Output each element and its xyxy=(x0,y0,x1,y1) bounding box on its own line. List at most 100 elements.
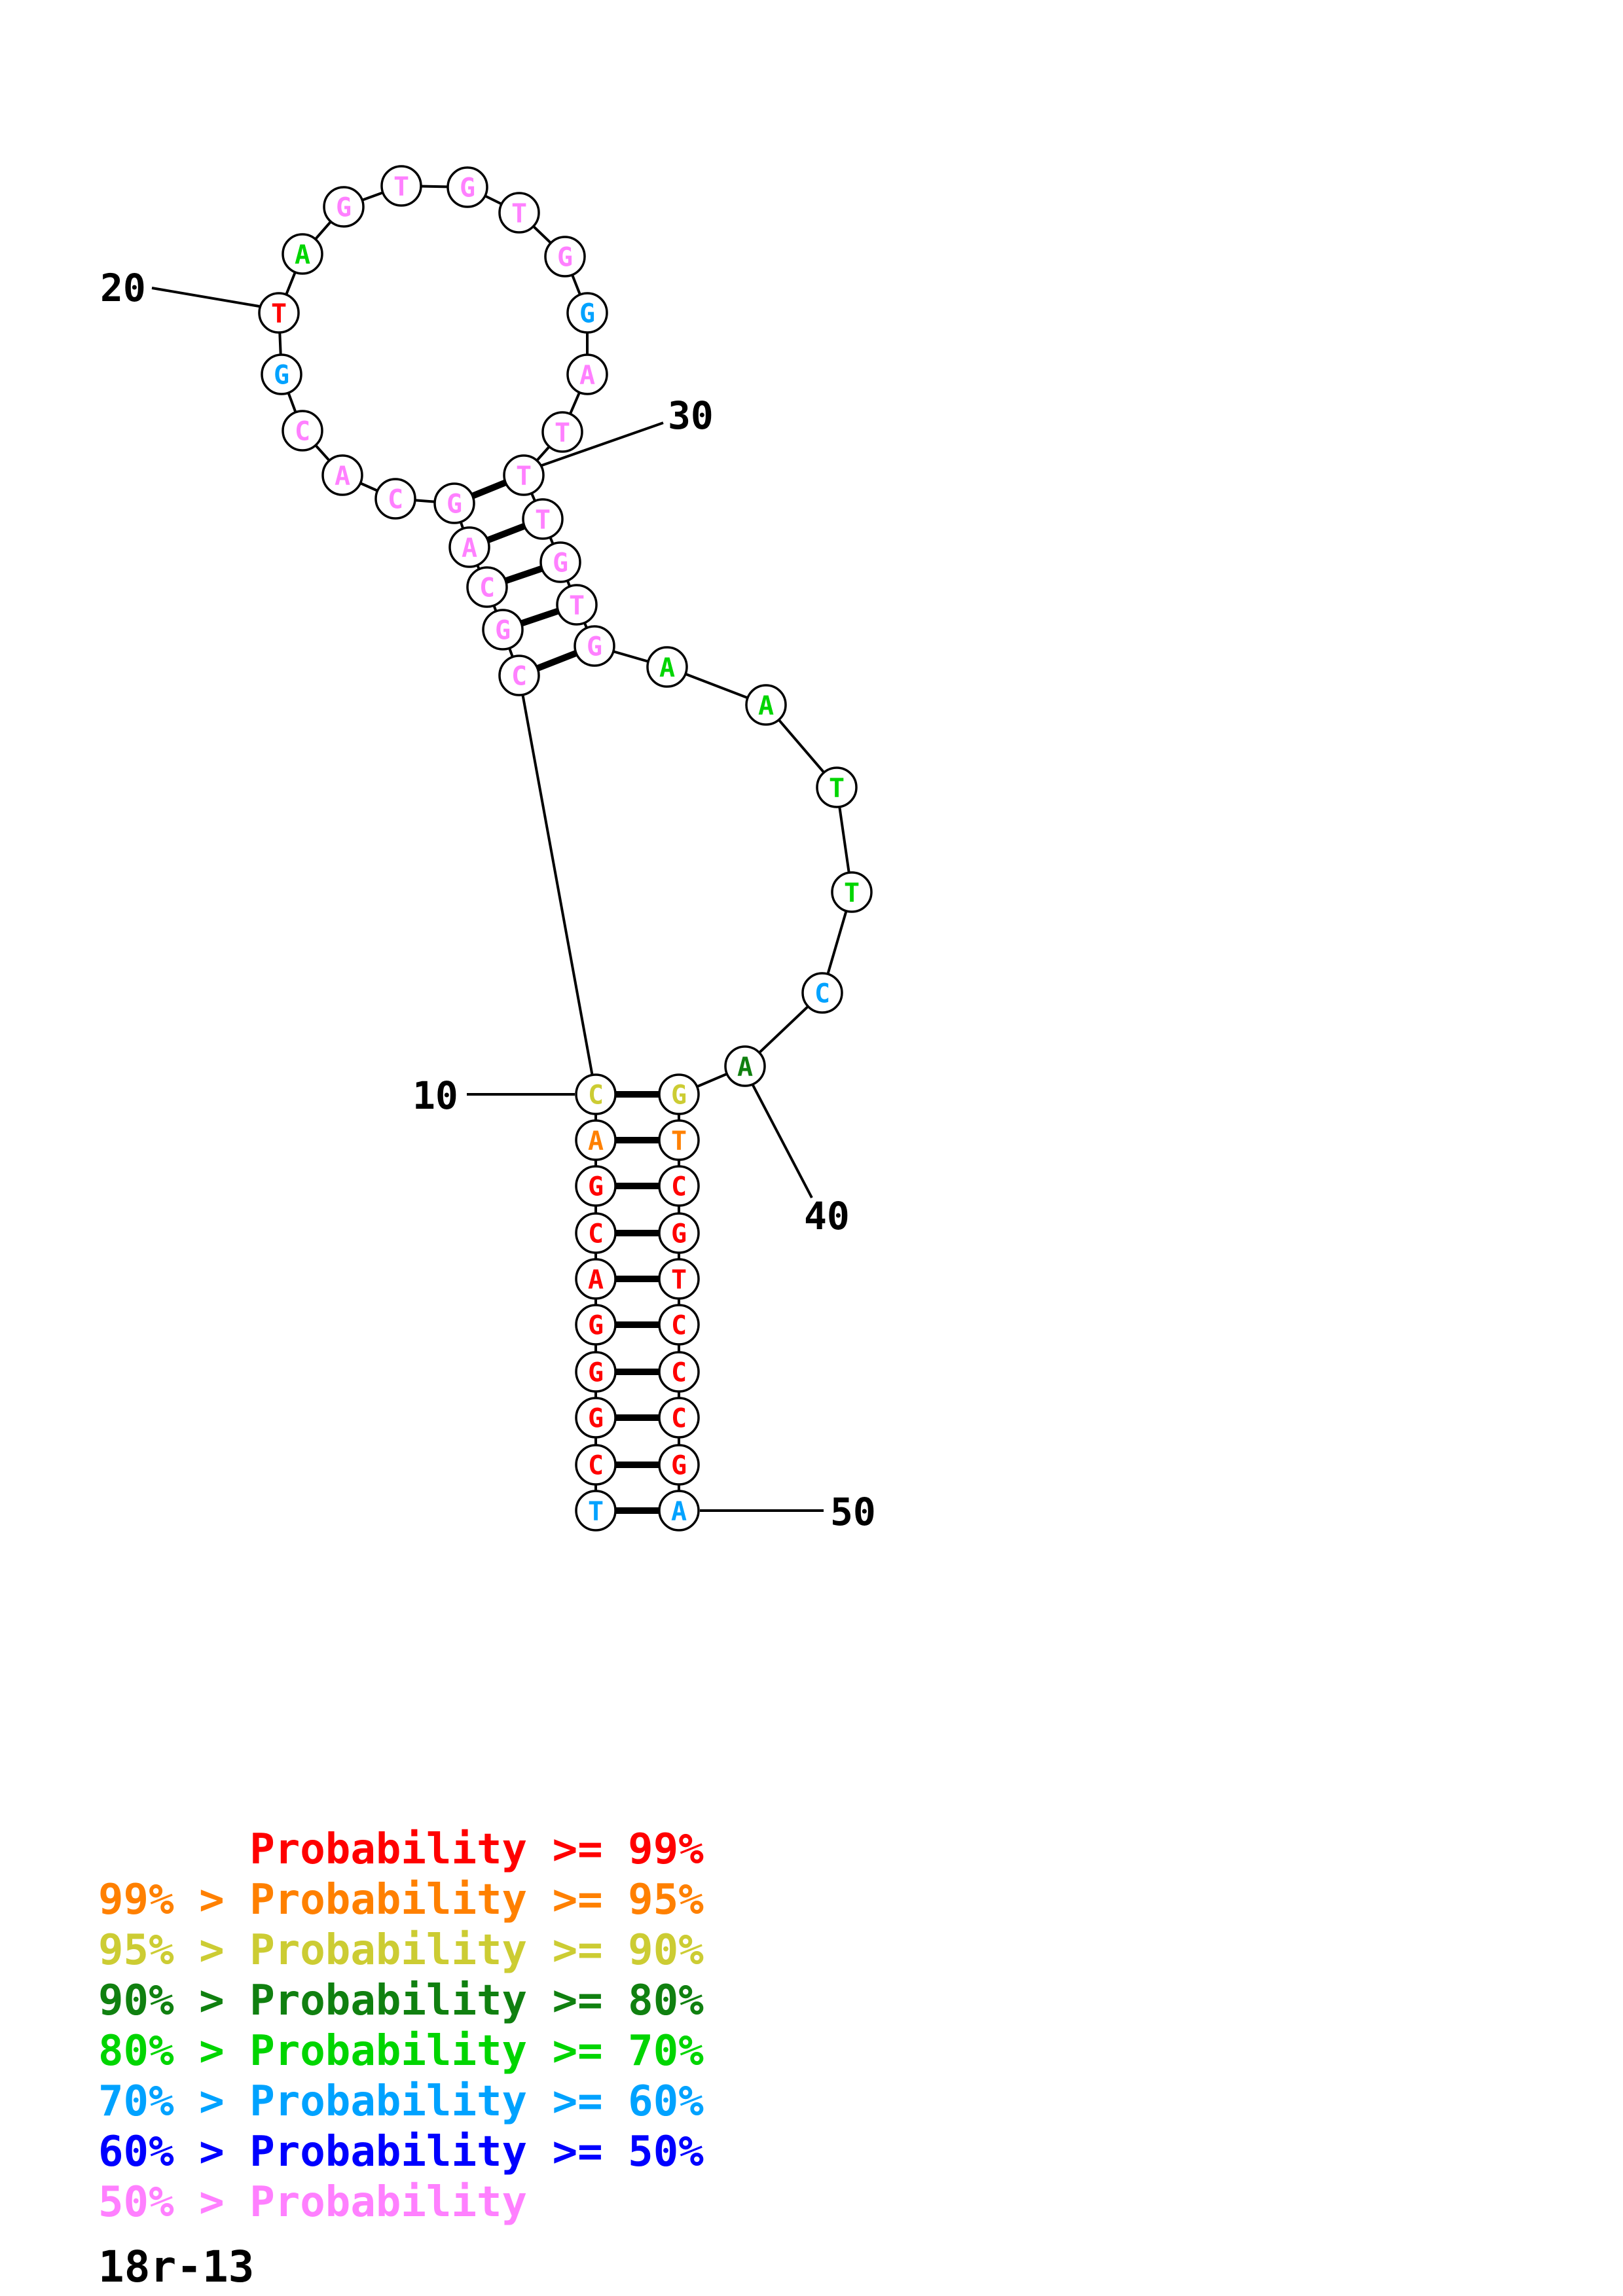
nucleotide-45: T xyxy=(658,1258,700,1300)
nucleotide-39: C xyxy=(801,972,843,1014)
nucleotide-21: A xyxy=(282,233,323,275)
nucleotide-37: T xyxy=(816,766,858,808)
nucleotide-base: G xyxy=(588,1403,604,1433)
nucleotide-base: A xyxy=(335,461,350,491)
nucleotide-circle xyxy=(801,972,843,1014)
nucleotide-9: A xyxy=(575,1119,617,1161)
nucleotide-base: G xyxy=(553,548,568,578)
nucleotide-base: G xyxy=(460,173,475,203)
nucleotide-11: C xyxy=(498,655,540,696)
nucleotide-5: G xyxy=(575,1304,617,1346)
nucleotide-circle xyxy=(498,192,540,234)
position-label-lines xyxy=(151,287,824,1512)
nucleotide-circle xyxy=(482,609,524,651)
nucleotide-10: C xyxy=(575,1073,617,1115)
nucleotide-circle xyxy=(541,411,583,453)
nucleotide-base: G xyxy=(579,298,595,329)
nucleotide-circle xyxy=(380,165,422,207)
nucleotide-circle xyxy=(575,1444,617,1486)
nucleotide-23: T xyxy=(380,165,422,207)
legend-row: 95% > Probability >= 90% xyxy=(98,1926,704,1975)
legend-row: 50% > Probability xyxy=(98,2178,528,2227)
legend-row: 70% > Probability >= 60% xyxy=(98,2077,704,2126)
nucleotide-circle xyxy=(433,482,475,524)
nucleotide-34: G xyxy=(574,625,615,667)
legend-row: 60% > Probability >= 50% xyxy=(98,2128,704,2176)
nucleotide-circle xyxy=(498,655,540,696)
nucleotide-circle xyxy=(575,1304,617,1346)
nucleotide-base: G xyxy=(671,1219,687,1249)
position-label: 50 xyxy=(830,1490,876,1534)
nucleotide-base: T xyxy=(511,198,527,228)
nucleotide-circle xyxy=(574,625,615,667)
nucleotide-16: C xyxy=(374,478,416,520)
nucleotide-base: T xyxy=(516,461,532,491)
nucleotide-35: A xyxy=(646,646,688,688)
nucleotide-base: A xyxy=(659,653,675,683)
nucleotide-43: C xyxy=(658,1165,700,1207)
nucleotide-base: C xyxy=(671,1310,687,1340)
nucleotide-circle xyxy=(321,454,363,496)
nucleotide-8: G xyxy=(575,1165,617,1207)
nucleotide-base: C xyxy=(671,1357,687,1388)
nucleotide-19: G xyxy=(261,353,302,395)
nucleotide-base: C xyxy=(588,1450,604,1480)
nucleotide-circle xyxy=(658,1490,700,1532)
backbone xyxy=(278,185,853,1511)
nucleotide-circle xyxy=(658,1165,700,1207)
nucleotide-26: G xyxy=(544,236,586,278)
nucleotide-base: T xyxy=(555,418,570,448)
position-label-line xyxy=(151,287,260,308)
nucleotide-circle xyxy=(658,1258,700,1300)
nucleotide-7: C xyxy=(575,1212,617,1254)
nucleotide-base: A xyxy=(758,691,774,721)
nucleotide-circle xyxy=(539,541,581,583)
nucleotide-base: T xyxy=(535,505,551,535)
nucleotide-base: G xyxy=(557,242,573,272)
structure-title: 18r-13 xyxy=(98,2242,255,2292)
nucleotide-circle xyxy=(447,166,488,208)
nucleotide-circle xyxy=(323,186,365,228)
nucleotide-base: T xyxy=(829,773,845,803)
nucleotide-base: C xyxy=(814,978,830,1009)
nucleotide-base: G xyxy=(588,1310,604,1340)
nucleotide-base: C xyxy=(671,1172,687,1202)
nucleotide-circle xyxy=(658,1304,700,1346)
nucleotide-24: G xyxy=(447,166,488,208)
nucleotide-circle xyxy=(658,1444,700,1486)
nucleotide-base: A xyxy=(588,1126,604,1156)
nucleotide-base: A xyxy=(295,240,310,270)
probability-legend: Probability >= 99%99% > Probability >= 9… xyxy=(98,1825,704,2228)
nucleotide-circle xyxy=(658,1073,700,1115)
nucleotide-30: T xyxy=(503,454,545,496)
nucleotide-base: A xyxy=(671,1496,687,1526)
nucleotide-4: G xyxy=(575,1351,617,1393)
nucleotide-circle xyxy=(282,410,323,452)
nucleotide-circle xyxy=(522,498,564,540)
nucleotide-base: C xyxy=(671,1403,687,1433)
nucleotide-32: G xyxy=(539,541,581,583)
nucleotide-17: A xyxy=(321,454,363,496)
nucleotide-2: C xyxy=(575,1444,617,1486)
nucleotide-circle xyxy=(282,233,323,275)
nucleotide-50: A xyxy=(658,1490,700,1532)
nucleotide-base: C xyxy=(479,573,495,603)
nucleotide-circle xyxy=(658,1212,700,1254)
nucleotide-circle xyxy=(658,1397,700,1439)
nucleotide-15: G xyxy=(433,482,475,524)
nucleotide-base: C xyxy=(388,484,403,514)
nucleotide-circle xyxy=(575,1165,617,1207)
nucleotide-base: C xyxy=(588,1219,604,1249)
nucleotide-circle xyxy=(503,454,545,496)
nucleotide-base: G xyxy=(336,192,352,223)
nucleotide-circle xyxy=(556,584,598,626)
nucleotide-base: C xyxy=(511,661,527,691)
nucleotide-31: T xyxy=(522,498,564,540)
nucleotide-base: G xyxy=(587,632,602,662)
nucleotide-circle xyxy=(724,1045,766,1087)
position-label-line xyxy=(538,422,664,468)
nucleotide-circle xyxy=(566,292,608,334)
nucleotide-41: G xyxy=(658,1073,700,1115)
nucleotide-circle xyxy=(745,684,787,726)
